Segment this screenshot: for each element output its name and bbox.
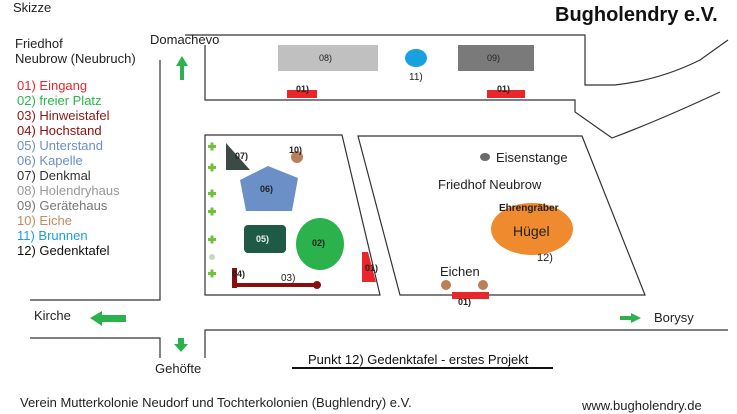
label-ehrengraeber: Ehrengräber — [499, 203, 559, 214]
cemetery-left-block — [204, 134, 381, 296]
marker-01-right: 01) — [365, 263, 379, 273]
legend-item-02: 02) freier Platz — [17, 93, 102, 108]
sketch-label: Skizze — [13, 0, 52, 15]
marker-03: 03) — [281, 273, 296, 284]
sign-03-dot — [313, 281, 321, 289]
marker-01-bottom: 01) — [458, 297, 472, 307]
legend-item-09: 09) Gerätehaus — [17, 198, 108, 213]
iron-rod-eisenstange — [480, 153, 490, 161]
entrance-top-left — [287, 90, 317, 98]
hill-ehrengraeber — [491, 203, 573, 255]
sign-03-base — [232, 283, 317, 287]
entrance-right-01 — [362, 252, 376, 282]
free-space-02 — [296, 218, 344, 270]
well-11-brunnen — [405, 49, 427, 67]
road-top-inner — [204, 45, 721, 139]
marker-12: 12) — [537, 252, 553, 264]
arrow-right-borysy — [620, 313, 641, 323]
org-title: Bugholendry e.V. — [555, 4, 718, 26]
road-left-vertical — [30, 60, 161, 301]
cemetery-title-line2: Neubrow (Neubruch) — [15, 51, 136, 66]
marker-04: 04) — [232, 269, 246, 279]
monument-07-denkmal — [226, 143, 250, 170]
project-note: Punkt 12) Gedenktafel - erstes Projekt — [308, 352, 529, 367]
grave-markers — [208, 142, 216, 278]
legend-item-04: 04) Hochstand — [17, 123, 102, 138]
legend-item-07: 07) Denkmal — [17, 168, 91, 183]
sign-03-hinweistafel — [232, 268, 237, 288]
shelter-05-unterstand — [244, 225, 286, 253]
cemetery-right-block — [357, 135, 646, 296]
legend-item-08: 08) Holendryhaus — [17, 183, 120, 198]
label-eisenstange: Eisenstange — [496, 150, 568, 165]
chapel-06-kapelle — [240, 166, 298, 211]
footer-association: Verein Mutterkolonie Neudorf und Tochter… — [20, 395, 412, 410]
entrance-bottom — [452, 292, 489, 299]
road-bottom — [204, 329, 728, 358]
legend-item-01: 01) Eingang — [17, 78, 88, 93]
arrow-left-kirche — [90, 311, 126, 326]
place-gehoefte: Gehöfte — [155, 361, 202, 376]
marker-10: 10) — [289, 145, 303, 155]
oak-10-eiche — [291, 151, 303, 163]
label-huegel: Hügel — [513, 223, 550, 239]
marker-08: 08) — [319, 53, 333, 63]
building-08-holendryhaus — [278, 45, 378, 71]
oak-right — [478, 280, 488, 290]
legend-item-11: 11) Brunnen — [17, 228, 88, 243]
marker-01-top-right: 01) — [497, 84, 511, 94]
place-domachevo: Domachevo — [150, 32, 220, 47]
marker-09: 09) — [487, 53, 501, 63]
marker-05: 05) — [256, 234, 270, 244]
building-09-geraetehaus — [458, 45, 534, 71]
entrance-top-right — [487, 90, 525, 98]
cemetery-title-line1: Friedhof — [15, 36, 63, 51]
legend-item-05: 05) Unterstand — [17, 138, 103, 153]
arrow-up-domachevo — [176, 56, 188, 80]
marker-06: 06) — [260, 184, 274, 194]
legend-item-12: 12) Gedenktafel — [17, 243, 110, 258]
road-left-bottom — [30, 337, 161, 358]
place-kirche: Kirche — [34, 308, 71, 323]
place-borysy: Borysy — [654, 310, 694, 325]
label-friedhof-neubrow: Friedhof Neubrow — [438, 177, 542, 192]
footer-website[interactable]: www.bugholendry.de — [582, 398, 702, 413]
legend-item-06: 06) Kapelle — [17, 153, 83, 168]
label-eichen: Eichen — [440, 264, 480, 279]
oak-left — [441, 280, 451, 290]
marker-07: 07) — [235, 151, 249, 161]
marker-02: 02) — [312, 238, 326, 248]
arrow-down-gehoefte — [174, 338, 188, 352]
legend-item-03: 03) Hinweistafel — [17, 108, 110, 123]
marker-11: 11) — [409, 72, 423, 83]
legend-item-10: 10) Eiche — [17, 213, 72, 228]
road-top-right — [185, 34, 729, 86]
marker-01-top-left: 01) — [296, 84, 310, 94]
legend: 01) Eingang 02) freier Platz 03) Hinweis… — [17, 78, 120, 258]
